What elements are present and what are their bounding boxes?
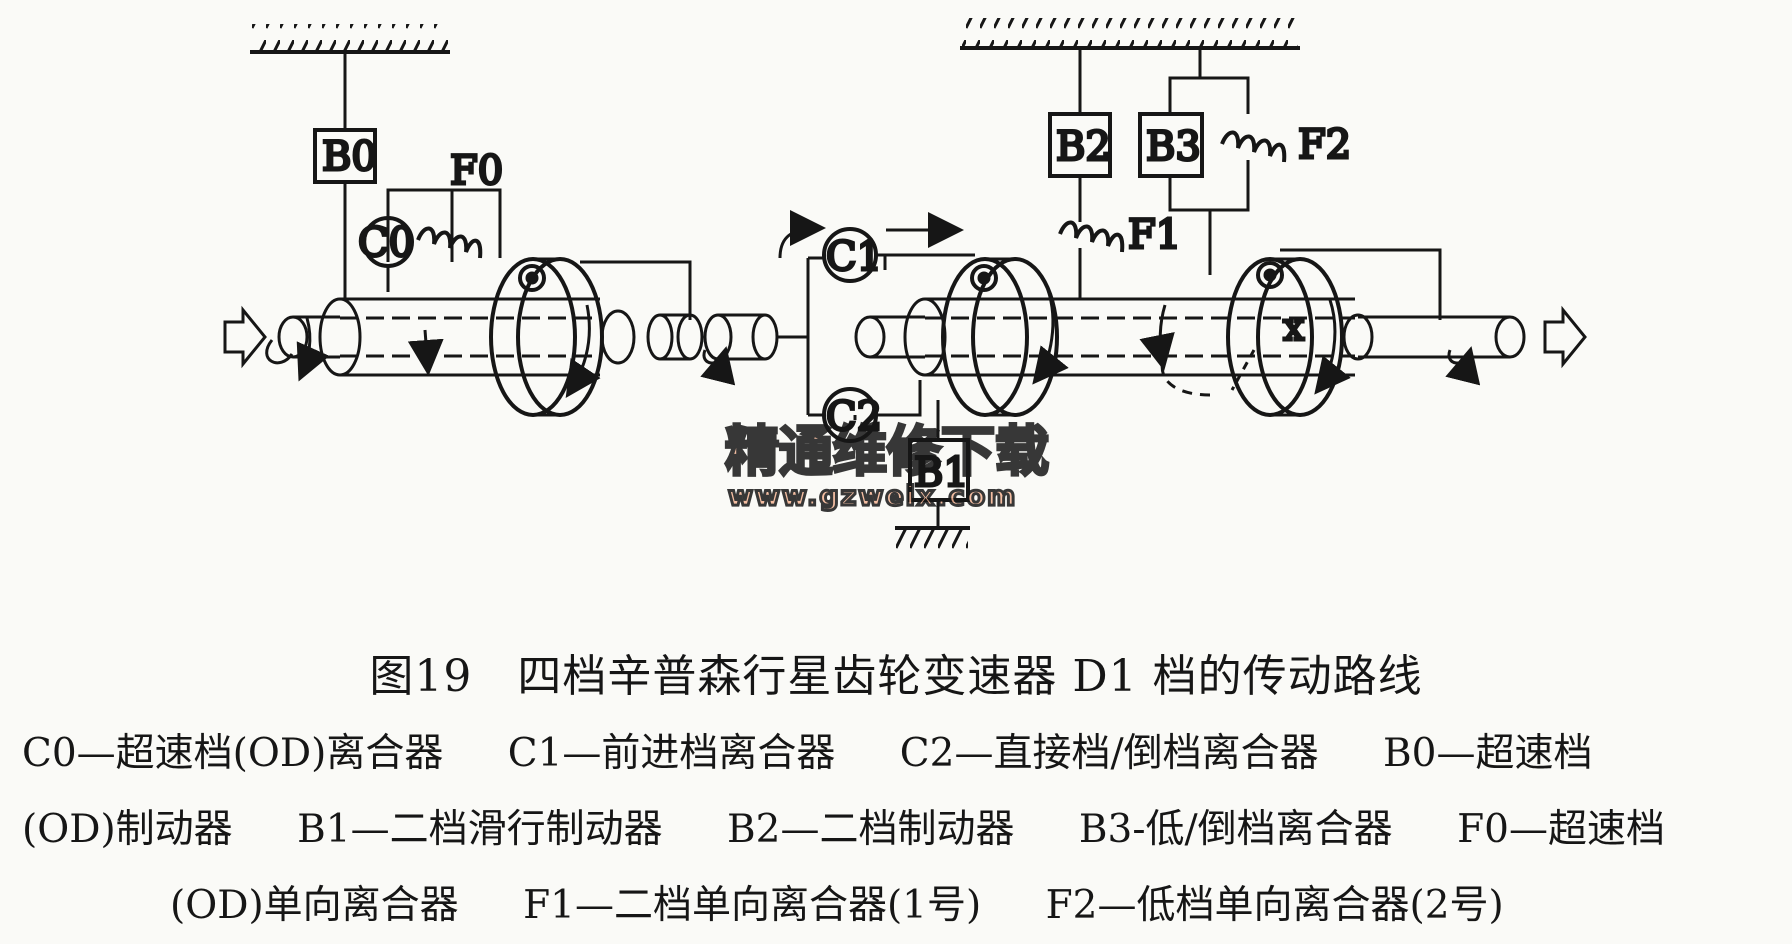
legend-item: C1—前进档离合器	[508, 731, 836, 776]
ground-right	[960, 18, 1300, 48]
legend-item: C0—超速档(OD)离合器	[22, 731, 443, 776]
figure-caption: 图19 四档辛普森行星齿轮变速器 D1 档的传动路线	[0, 640, 1792, 704]
watermark-text: 精通维修下载	[725, 420, 1049, 483]
legend-line-2: (OD)制动器 B1—二档滑行制动器 B2—二档制动器 B3-低/倒档离合器 F…	[22, 792, 1782, 868]
watermark-url: www.gzweix.com	[728, 481, 1017, 512]
f2-oneway-spring	[1222, 132, 1284, 162]
label-b2: B2	[1056, 124, 1111, 170]
legend-line-1: C0—超速档(OD)离合器 C1—前进档离合器 C2—直接档/倒档离合器 B0—…	[22, 716, 1782, 792]
f0-oneway-spring	[418, 228, 480, 258]
legend-item: (OD)单向离合器	[170, 883, 459, 928]
legend-item: (OD)制动器	[22, 807, 233, 852]
label-b0: B0	[322, 134, 377, 180]
legend-item: C2—直接档/倒档离合器	[900, 731, 1319, 776]
ground-left	[250, 24, 450, 52]
legend: C0—超速档(OD)离合器 C1—前进档离合器 C2—直接档/倒档离合器 B0—…	[22, 716, 1782, 944]
label-f2: F2	[1298, 122, 1351, 168]
legend-item: F1—二档单向离合器(1号)	[523, 883, 981, 928]
label-x: x	[1283, 305, 1304, 349]
f1-oneway-spring	[1060, 222, 1122, 252]
transmission-diagram: B0 C0 F0 C1 C2 B1 B2 B3 F1 F2 x 精通维修下载 w…	[0, 0, 1792, 620]
legend-item: F0—超速档	[1457, 807, 1665, 852]
overdrive-unit	[267, 52, 702, 415]
label-b3: B3	[1146, 124, 1201, 170]
legend-item: B1—二档滑行制动器	[297, 807, 662, 852]
legend-item: F2—低档单向离合器(2号)	[1046, 883, 1504, 928]
label-f1: F1	[1128, 212, 1181, 258]
legend-item: B2—二档制动器	[727, 807, 1014, 852]
label-c1: C1	[826, 234, 882, 280]
label-c0: C0	[358, 220, 414, 266]
legend-item: B3-低/倒档离合器	[1079, 807, 1393, 852]
legend-item: B0—超速档	[1383, 731, 1592, 776]
output-flow-arrow	[1545, 310, 1585, 364]
label-f0: F0	[450, 148, 503, 194]
legend-line-3: (OD)单向离合器 F1—二档单向离合器(1号) F2—低档单向离合器(2号)	[22, 868, 1782, 944]
ground-bottom	[895, 528, 970, 550]
input-flow-arrow	[225, 310, 265, 364]
